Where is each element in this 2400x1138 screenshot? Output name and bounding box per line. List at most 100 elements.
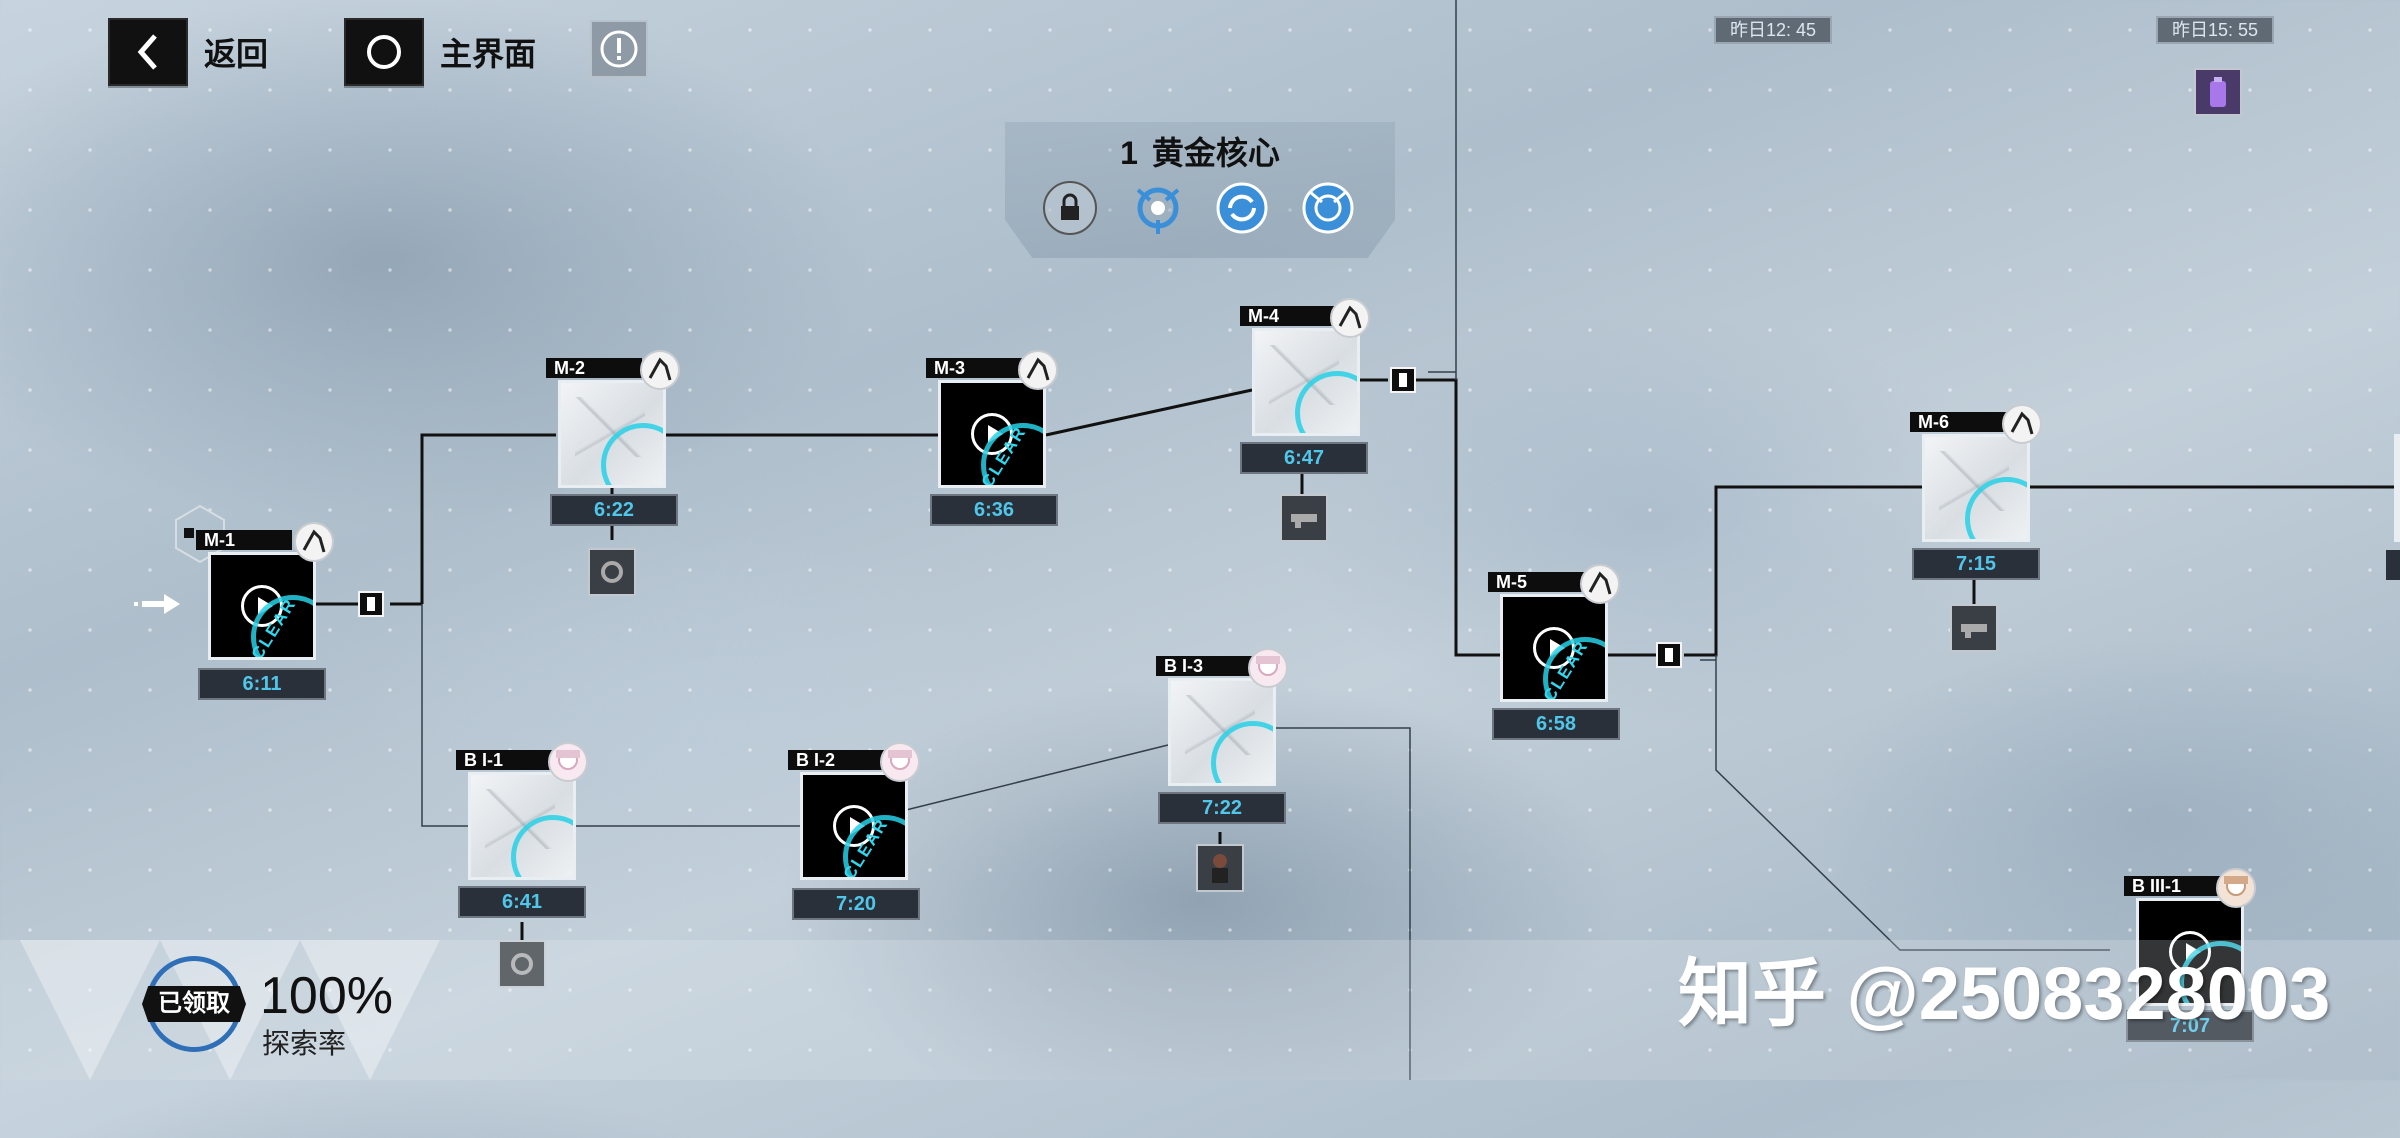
refresh-icon[interactable]	[1214, 180, 1270, 236]
avatar	[1018, 350, 1058, 390]
stage-node-b3[interactable]: B I-3 7:22	[1156, 648, 1398, 918]
stage-time: 6:36	[930, 494, 1058, 526]
stage-node-b31[interactable]: B III-1 7:07	[2124, 868, 2366, 1138]
reward-item[interactable]	[588, 548, 636, 596]
weapon-icon	[1961, 624, 1987, 638]
stage-card[interactable]	[558, 380, 666, 488]
stage-code: M-2	[546, 358, 642, 378]
back-icon	[108, 18, 188, 86]
clear-ring	[1965, 477, 2027, 539]
gear-icon	[601, 561, 623, 583]
chapter-name: 黄金核心	[1151, 135, 1280, 171]
home-button[interactable]: 主界面	[344, 18, 536, 86]
stage-code: M-6	[1910, 412, 2006, 432]
reward-item[interactable]	[1196, 844, 1244, 892]
alert-icon	[600, 30, 638, 68]
clear-ring	[511, 815, 573, 877]
clear-ring	[1211, 721, 1273, 783]
target-icon[interactable]	[1300, 180, 1356, 236]
stage-code: B I-3	[1156, 656, 1252, 676]
junction-node	[1390, 367, 1416, 393]
battery-icon	[2210, 77, 2226, 107]
reward-item[interactable]	[498, 940, 546, 988]
junction-node	[1656, 642, 1682, 668]
chapter-number: 1	[1120, 135, 1138, 171]
clear-ring	[1295, 371, 1357, 433]
target-icon[interactable]	[1130, 180, 1186, 236]
avatar	[1248, 648, 1288, 688]
gear-icon	[511, 953, 533, 975]
avatar	[640, 350, 680, 390]
avatar	[1330, 298, 1370, 338]
stage-node-m5[interactable]: M-5 CLEAR 6:58	[1488, 564, 1730, 834]
stage-time: 7:20	[792, 888, 920, 920]
stage-code: B III-1	[2124, 876, 2220, 896]
offscreen-stage-edge	[2394, 434, 2400, 542]
clear-ring	[843, 815, 905, 877]
back-button[interactable]: 返回	[108, 18, 268, 86]
lock-icon[interactable]	[1042, 180, 1098, 236]
footer-band	[0, 940, 2400, 1080]
avatar	[548, 742, 588, 782]
stage-time: 6:41	[458, 886, 586, 918]
offscreen-time-edge	[2386, 550, 2400, 580]
stage-node-m4[interactable]: M-4 6:47	[1240, 298, 1482, 568]
clear-ring	[601, 423, 663, 485]
clear-ring	[2179, 941, 2241, 1003]
home-label: 主界面	[440, 36, 537, 72]
stage-card[interactable]: CLEAR	[938, 380, 1046, 488]
stage-node-b2[interactable]: B I-2 CLEAR 7:20	[788, 742, 1030, 1012]
avatar	[2002, 404, 2042, 444]
exploration-rate-label: 探索率	[262, 1028, 347, 1059]
junction-node	[358, 591, 384, 617]
clear-ring	[1543, 637, 1605, 699]
reward-item[interactable]	[2194, 68, 2242, 116]
stage-node-m1[interactable]: M-1 CLEAR 6:11	[196, 522, 438, 792]
avatar	[2216, 868, 2256, 908]
info-button[interactable]	[590, 20, 648, 78]
stage-node-m2[interactable]: M-2 6:22	[546, 350, 788, 620]
entry-arrow-icon	[134, 594, 180, 614]
stage-card[interactable]	[1168, 678, 1276, 786]
stage-card[interactable]: CLEAR	[800, 772, 908, 880]
stage-code: M-5	[1488, 572, 1584, 592]
stage-time: 6:22	[550, 494, 678, 526]
stage-code: M-1	[196, 530, 292, 550]
stage-card[interactable]: CLEAR	[208, 552, 316, 660]
stage-time: 6:47	[1240, 442, 1368, 474]
stage-code: M-3	[926, 358, 1022, 378]
stage-time: 6:11	[198, 668, 326, 700]
exploration-rate: 100%	[260, 967, 393, 1025]
stage-node-m3[interactable]: M-3 CLEAR 6:36	[926, 350, 1168, 620]
home-icon	[344, 18, 424, 86]
stage-card[interactable]: CLEAR	[1500, 594, 1608, 702]
stage-time: 6:58	[1492, 708, 1620, 740]
stage-time: 7:07	[2126, 1010, 2254, 1042]
clear-ring	[251, 595, 313, 657]
timestamp-badge: 昨日15: 55	[2156, 16, 2275, 44]
reward-item[interactable]	[1280, 494, 1328, 542]
clear-ring	[981, 423, 1043, 485]
stage-card[interactable]	[1922, 434, 2030, 542]
timestamp-badge: 昨日12: 45	[1714, 16, 1833, 44]
stage-node-b1[interactable]: B I-1 6:41	[456, 742, 698, 1012]
hex-marker-icon	[175, 504, 225, 564]
stage-time: 7:22	[1158, 792, 1286, 824]
stage-node-m6[interactable]: M-6 7:15	[1910, 404, 2152, 674]
stage-card[interactable]	[1252, 328, 1360, 436]
avatar	[1580, 564, 1620, 604]
stage-code: M-4	[1240, 306, 1336, 326]
weapon-icon	[1291, 514, 1317, 528]
figure-icon	[1212, 854, 1228, 883]
avatar	[880, 742, 920, 782]
reward-item[interactable]	[1950, 604, 1998, 652]
stage-code: B I-2	[788, 750, 884, 770]
footer-decor	[300, 940, 440, 1080]
stage-card[interactable]	[468, 772, 576, 880]
avatar	[294, 522, 334, 562]
claimed-badge[interactable]: 已领取	[142, 986, 246, 1022]
watermark: 知乎 @2508328003	[1678, 952, 2331, 1035]
stage-code: B I-1	[456, 750, 552, 770]
back-label: 返回	[204, 36, 269, 72]
stage-card[interactable]	[2136, 898, 2244, 1006]
